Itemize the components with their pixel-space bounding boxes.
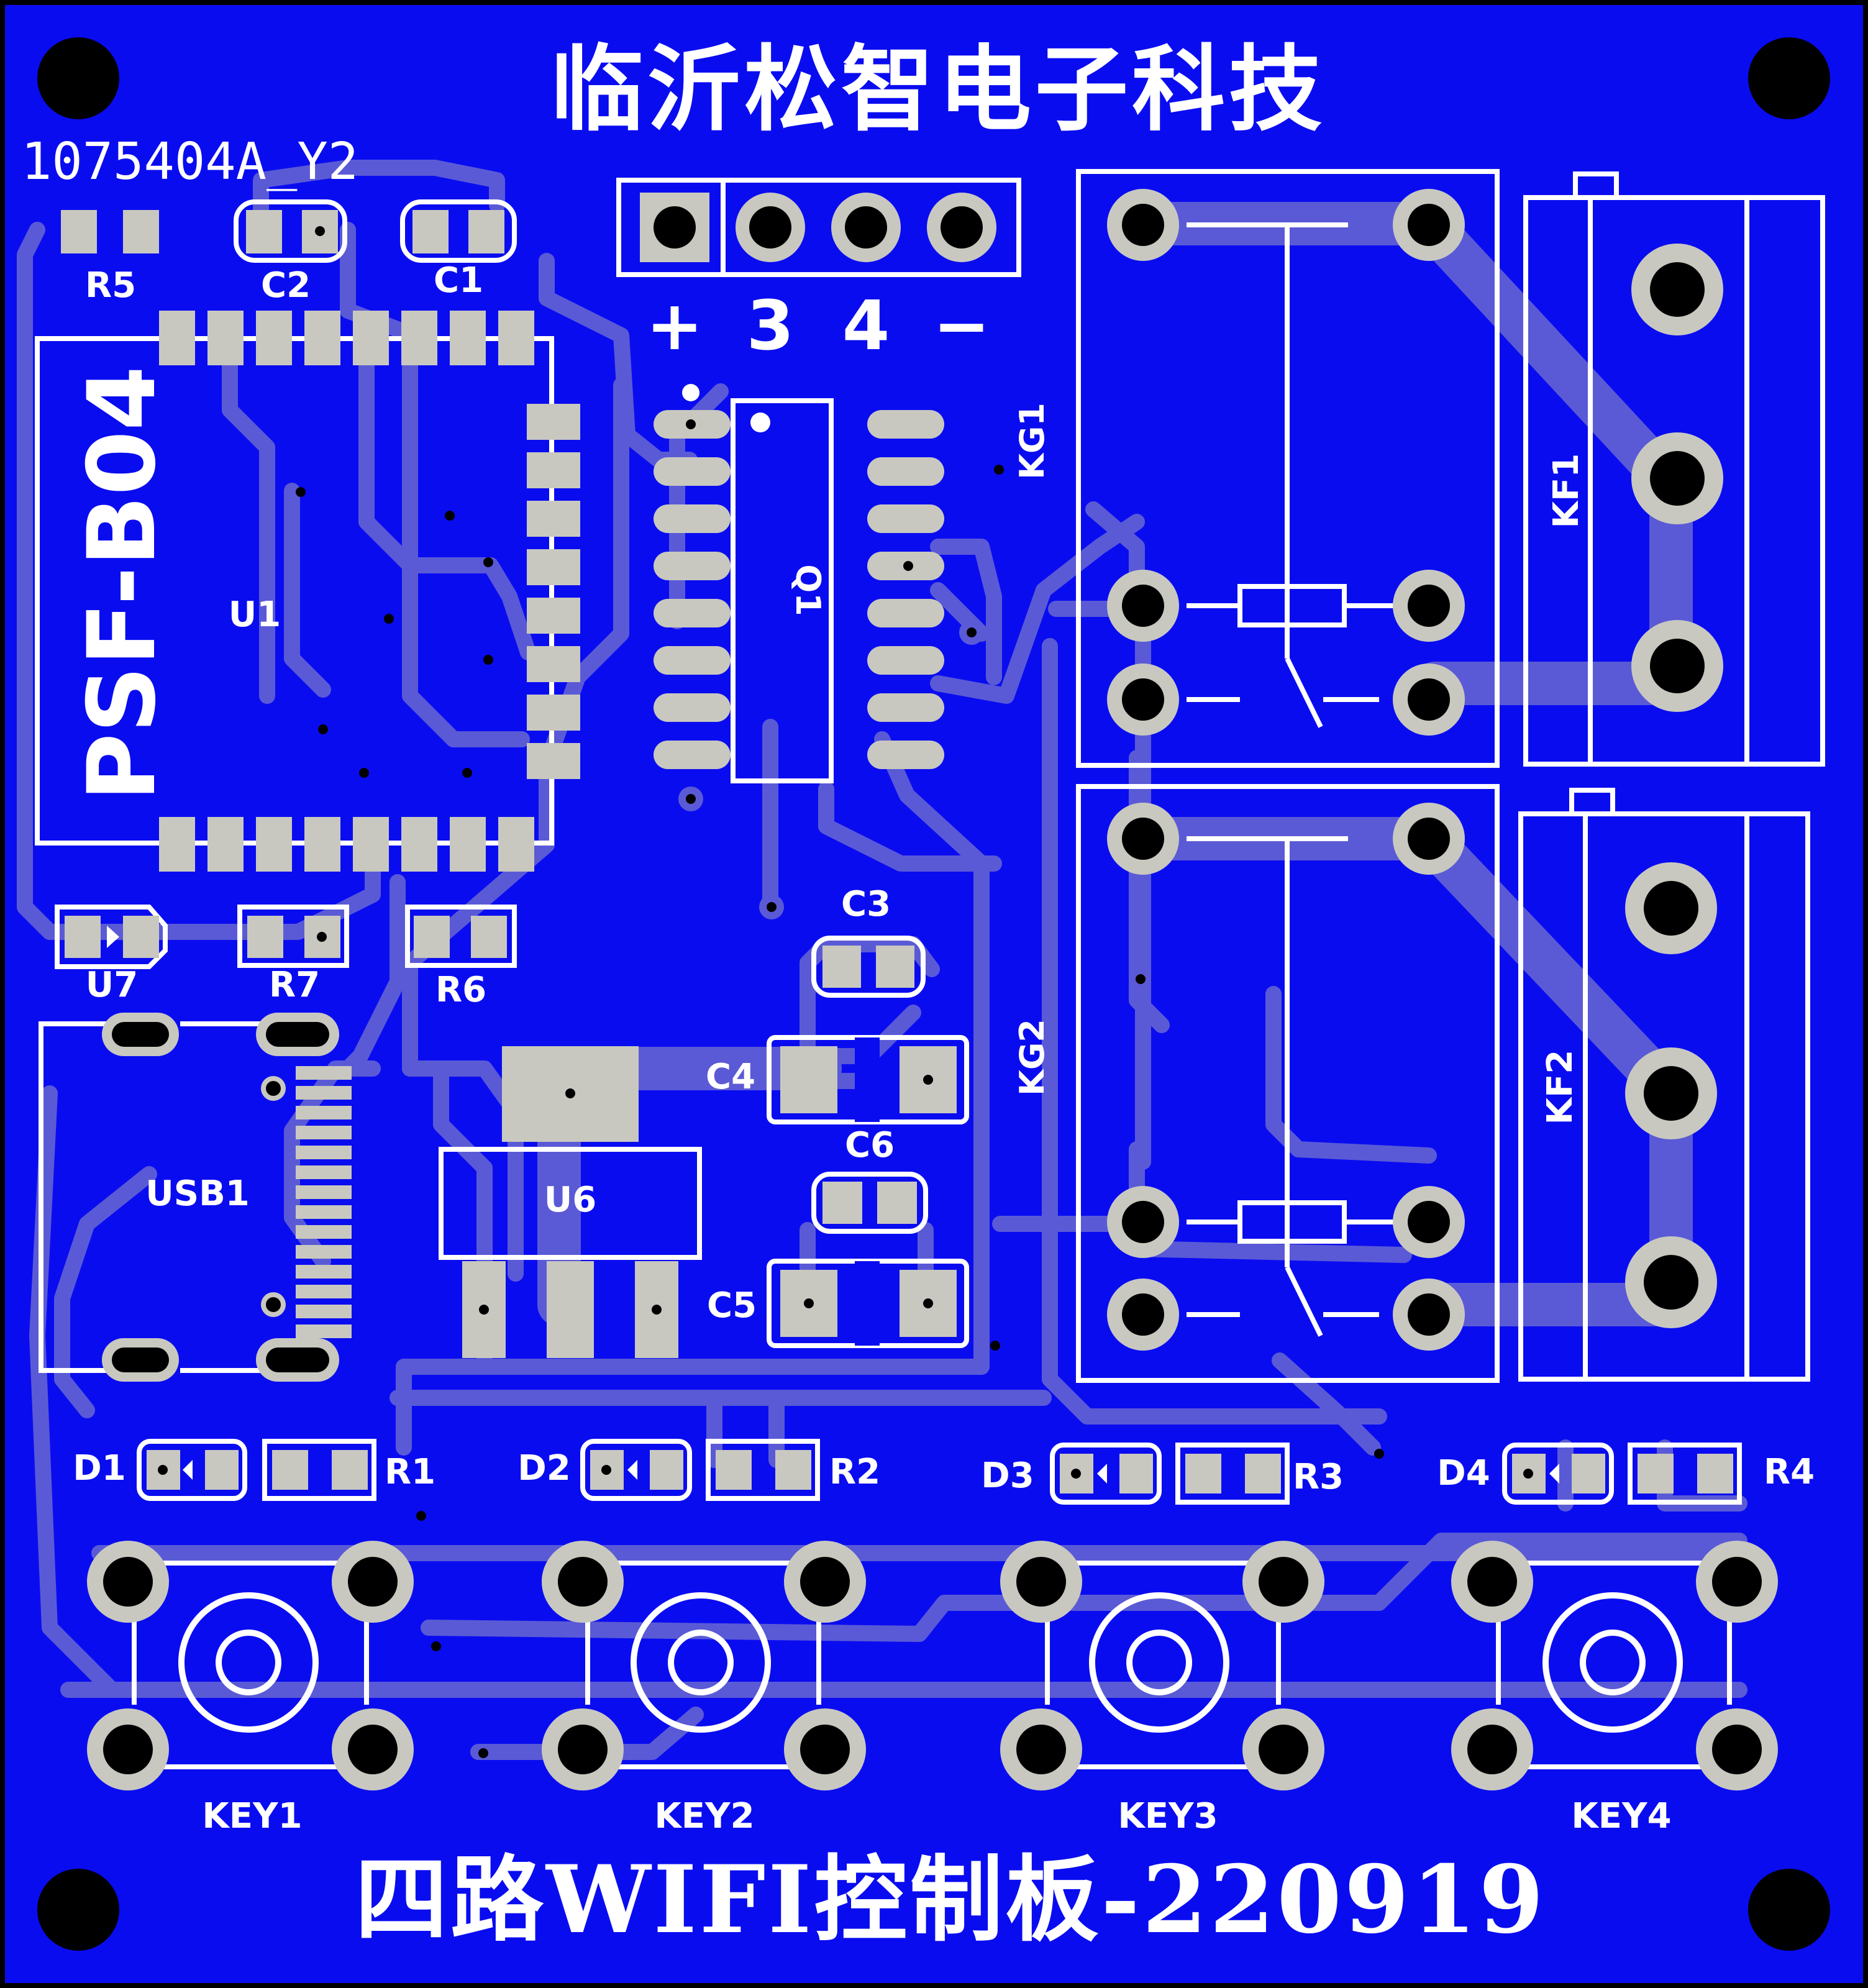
key3-label: KEY3 [1118,1796,1218,1836]
r1-label: R1 [385,1452,435,1492]
u7-footprint: U7 [55,905,168,1005]
usb1-footprint: USB1 [39,1013,352,1382]
r3-label: R3 [1293,1457,1344,1497]
u1-top-pads [159,311,534,365]
board-subtitle: 四路WIFI控制板-220919 [355,1845,1546,1954]
relay-2-pins [1107,803,1465,1351]
r5-footprint: R5 [61,210,159,306]
connector-label-3: 3 [747,286,795,365]
u1-bottom-pads [159,817,534,872]
terminal-kf2: KF2 [1518,788,1810,1382]
key3-button: KEY3 [1000,1541,1324,1836]
module-label: PSF-B04 [68,366,176,801]
r4-label: R4 [1764,1452,1815,1492]
r6-label: R6 [435,970,486,1010]
c4-label: C4 [706,1057,755,1097]
c4-footprint: C4 [706,1035,969,1124]
mounting-holes [37,37,1830,1951]
u6-label: U6 [544,1180,596,1220]
u1-right-pads [527,404,580,779]
key1-button: KEY1 [87,1541,414,1836]
c1-footprint: C1 [400,199,517,301]
key1-label: KEY1 [202,1796,302,1836]
r7-footprint: R7 [237,905,349,1005]
d1-label: D1 [73,1448,125,1489]
r5-label: R5 [85,265,136,306]
usb1-label: USB1 [145,1174,249,1214]
usb1-pins [296,1066,352,1338]
led-row: D1 R1 D2 R2 D3 R3 D4 R4 [73,1439,1815,1505]
relay-2 [1076,784,1500,1383]
q1-ic: Q1 KG1 [654,384,1052,783]
key2-button: KEY2 [542,1541,866,1836]
u7-label: U7 [86,965,138,1005]
misc-vias [416,465,1384,1758]
connector-label-minus: − [933,286,990,365]
r6-footprint: R6 [405,905,517,1010]
q1-label: Q1 [788,564,827,616]
c2-label: C2 [261,265,311,306]
c6-footprint: C6 [811,1125,928,1234]
c1-label: C1 [434,260,483,301]
board-title: 临沂松智电子科技 [550,35,1326,144]
q1-right-pads [867,410,944,769]
connector-label-4: 4 [842,286,890,365]
kg2-label: KG2 [1013,1019,1052,1096]
u1-vias [296,487,493,778]
c5-footprint: C5 [707,1259,969,1348]
part-number-label: 1075404A_Y2 [21,132,358,191]
connector-label-plus: + [646,286,703,365]
key4-button: KEY4 [1451,1541,1778,1836]
kf1-label: KF1 [1546,454,1587,529]
relay-1-pins [1107,189,1465,736]
c6-label: C6 [845,1125,895,1165]
r2-label: R2 [829,1452,880,1492]
u1-label: U1 [229,595,281,635]
c3-label: C3 [841,884,891,924]
kg1-label: KG1 [1013,403,1052,480]
d2-label: D2 [517,1448,570,1489]
c5-label: C5 [707,1285,757,1326]
power-connector: + 3 4 − [616,178,1021,365]
kf2-label: KF2 [1540,1050,1580,1125]
key2-label: KEY2 [654,1796,754,1836]
r7-label: R7 [269,965,320,1005]
u1-module: PSF-B04 U1 [35,311,580,872]
u6-regulator: U6 [439,1046,702,1358]
c3-footprint: C3 [811,884,926,998]
d3-label: D3 [981,1456,1034,1496]
terminal-kf1: KF1 [1523,171,1825,767]
key4-label: KEY4 [1571,1796,1671,1836]
d4-label: D4 [1437,1453,1490,1493]
c2-footprint: C2 [234,199,347,306]
relay-1 [1076,169,1500,768]
